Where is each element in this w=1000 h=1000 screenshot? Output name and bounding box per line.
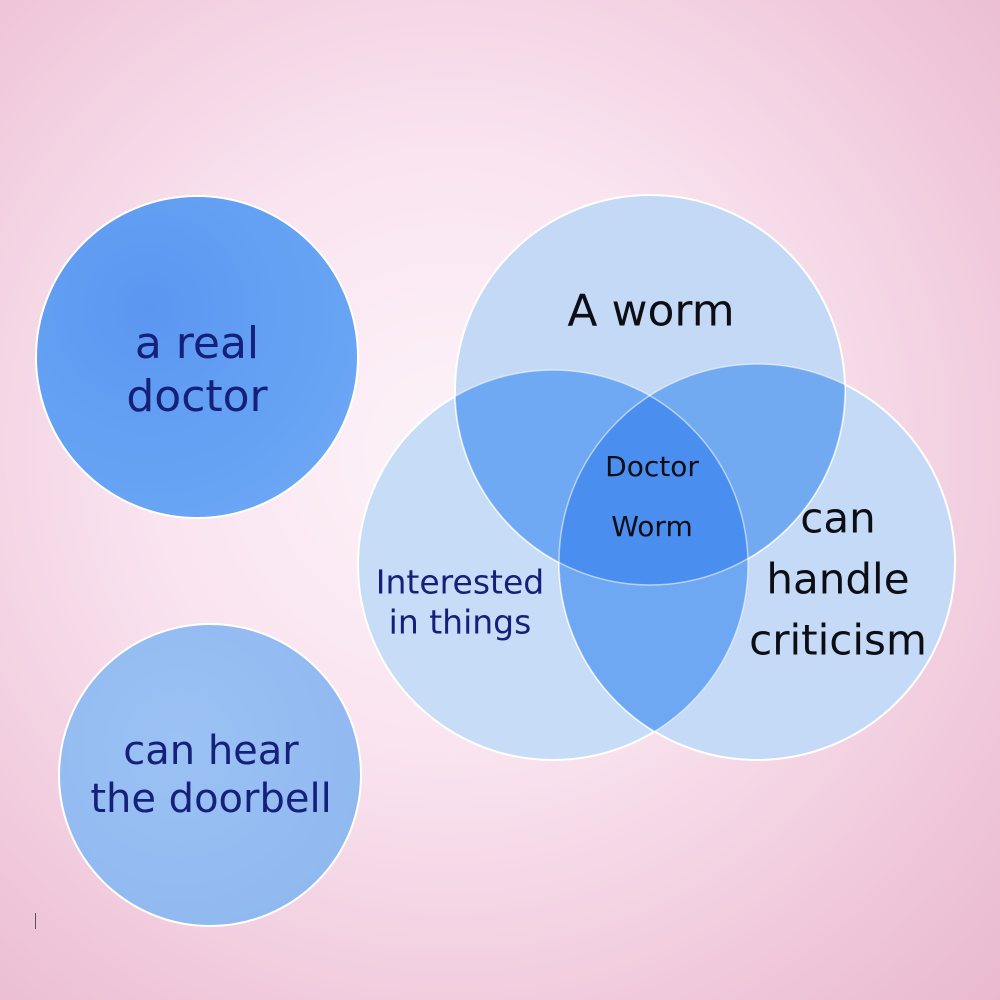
worm-line: A worm (567, 285, 735, 337)
criticism-line-1: can (800, 493, 876, 543)
hear-doorbell-line-2: the doorbell (90, 776, 332, 822)
hear-doorbell-line-1: can hear (123, 728, 299, 774)
criticism-line-3: criticism (749, 615, 927, 665)
real-doctor-line-2: doctor (126, 371, 268, 422)
text-cursor-mark (35, 913, 36, 929)
center-label: Doctor Worm (605, 437, 699, 557)
center-line-1: Doctor (605, 449, 699, 483)
interested-label: Interested in things (376, 562, 544, 641)
interested-outline (357, 369, 749, 761)
real-doctor-line-1: a real (134, 318, 260, 370)
criticism-outline (558, 363, 956, 761)
center-line-2: Worm (611, 510, 693, 543)
real-doctor-label: a real doctor (126, 318, 267, 424)
criticism-label: can handle criticism (749, 489, 927, 672)
hear-doorbell-circle (58, 623, 362, 927)
real-doctor-circle (35, 195, 359, 519)
worm-outline (454, 194, 846, 586)
hear-doorbell-label: can hear the doorbell (90, 727, 331, 823)
interested-line-2: in things (388, 602, 532, 641)
center-overlap (559, 370, 748, 585)
interested-line-1: Interested (375, 562, 545, 602)
criticism-line-2: handle (766, 554, 910, 604)
worm-label: A worm (567, 286, 734, 339)
